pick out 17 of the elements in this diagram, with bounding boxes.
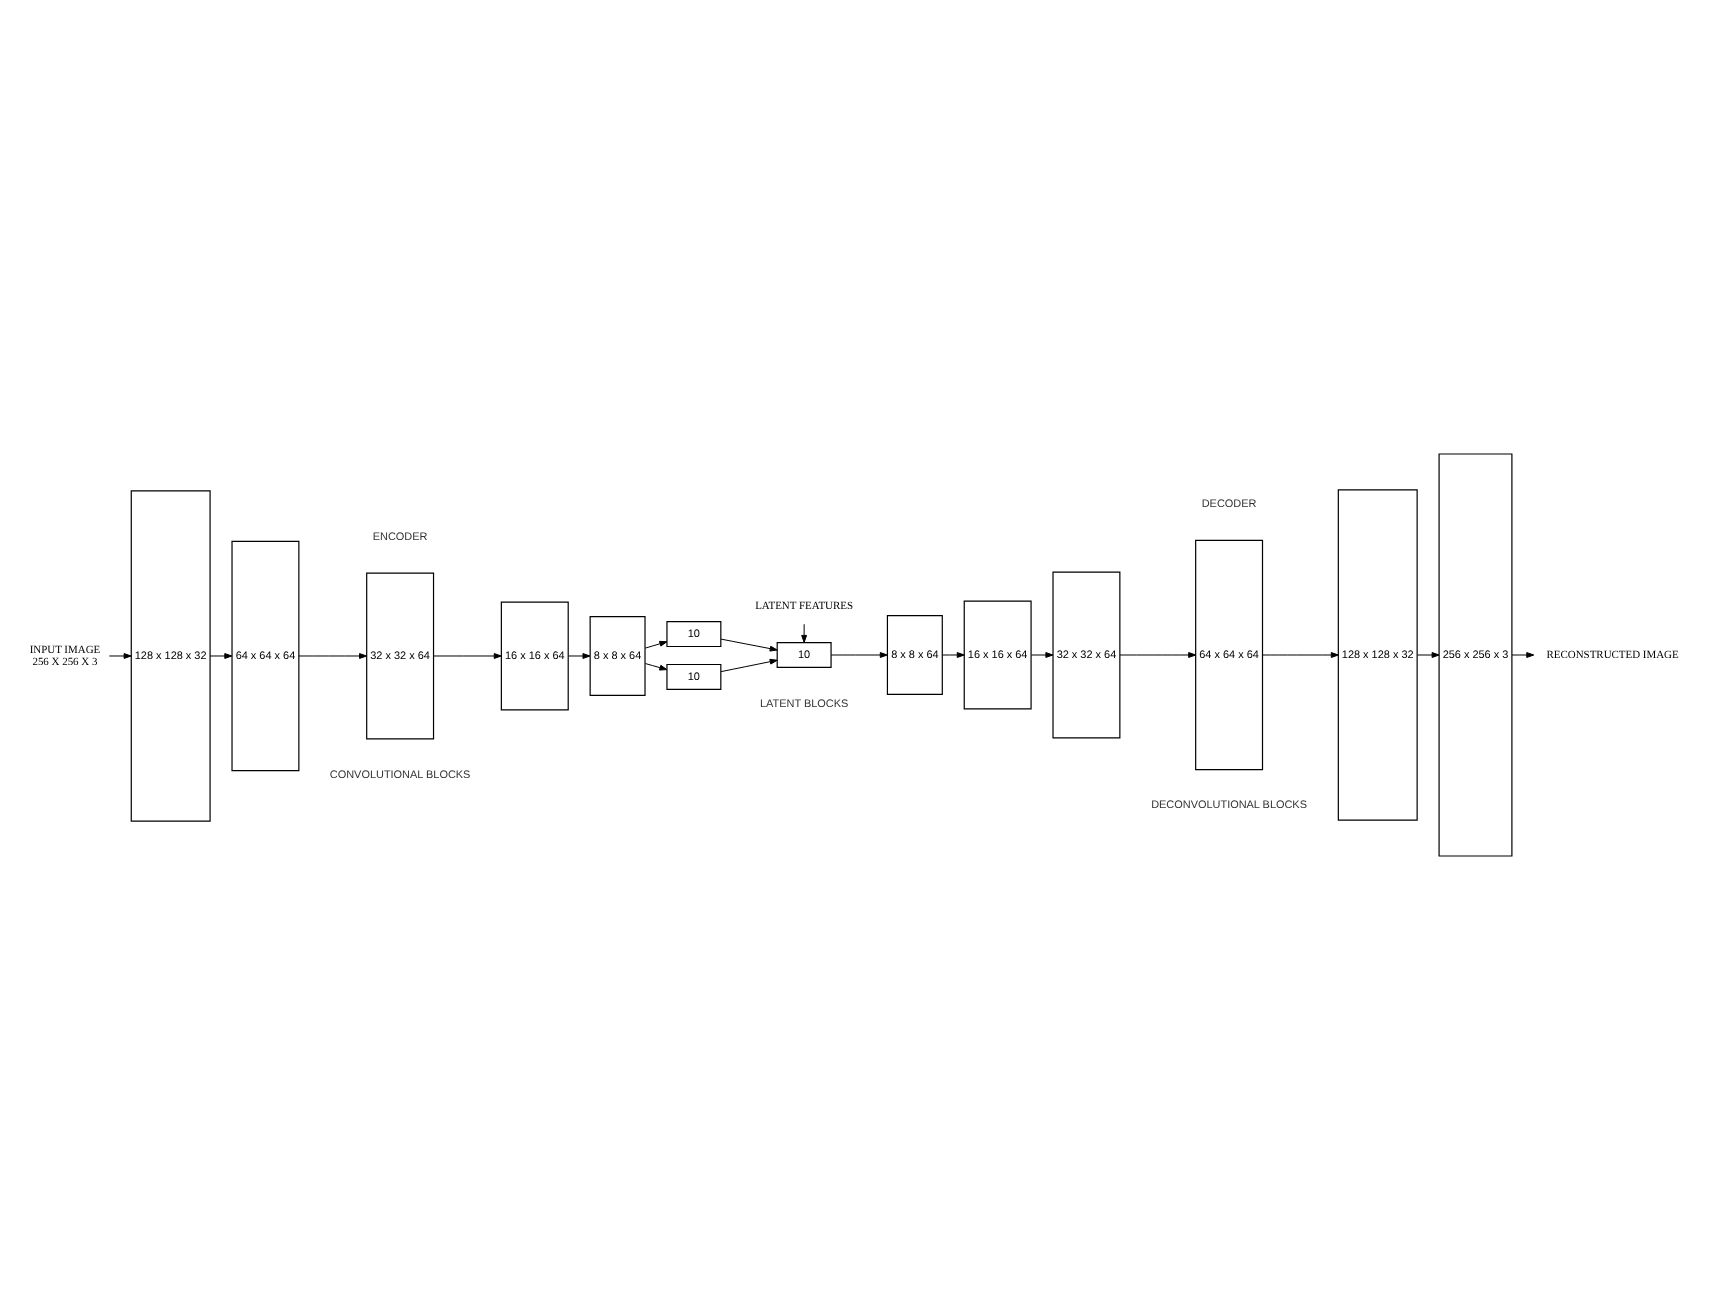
arrow <box>720 638 778 652</box>
arrow <box>644 640 668 649</box>
arrow <box>801 623 808 643</box>
arrow <box>568 653 591 659</box>
arrow <box>720 658 778 673</box>
arrow <box>1262 652 1339 658</box>
arrow <box>1416 652 1440 658</box>
arrow <box>1030 652 1054 658</box>
arrow <box>1511 652 1535 658</box>
arrow <box>433 653 502 659</box>
arrow <box>941 652 965 658</box>
arrow <box>644 663 668 671</box>
arrow <box>298 653 368 659</box>
arrow <box>1119 652 1197 658</box>
arrow <box>209 653 233 659</box>
arrow <box>830 652 888 658</box>
arrow <box>108 653 132 659</box>
